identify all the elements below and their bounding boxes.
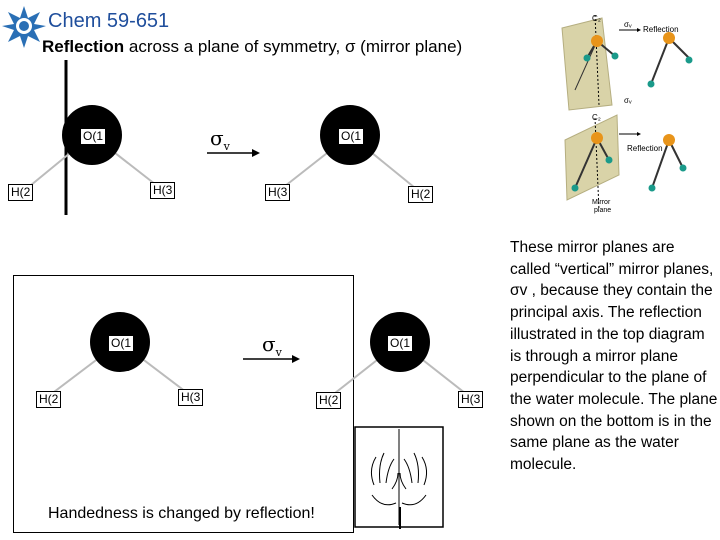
atom-label: H(2 [8, 184, 34, 201]
subtitle-bold: Reflection [42, 37, 125, 56]
atom-label: H(3 [178, 389, 204, 406]
atom-label: H(2 [36, 391, 62, 408]
c2-label: C₂ [592, 113, 601, 122]
c2-axis [594, 117, 600, 211]
hand-mirror-sketch-icon [354, 426, 444, 529]
arrow-head [292, 355, 300, 363]
atom-label: H(3 [150, 182, 176, 199]
oxygen-atom [663, 134, 675, 146]
reflection-label: Reflection [643, 25, 679, 34]
c2-label: C₂ [592, 14, 601, 23]
oxygen-atom [591, 132, 603, 144]
hydrogen-atom [648, 184, 656, 192]
atom-label: H(2 [316, 392, 342, 409]
bottom-diagram [49, 312, 471, 398]
hydrogen-atom [611, 52, 619, 60]
atom-label: H(3 [458, 391, 484, 408]
hydrogen-atom [571, 184, 579, 192]
subtitle-rest: across a plane of symmetry, σ (mirror pl… [124, 37, 463, 56]
sigma-label: σᵥ [624, 20, 632, 29]
atom-label: H(3 [265, 184, 291, 201]
explanation-text: These mirror planes are called “vertical… [510, 239, 718, 474]
reflection-label: Reflection [627, 144, 663, 153]
university-logo-icon [2, 6, 46, 48]
oxygen-atom [591, 35, 603, 47]
oxygen-atom [663, 32, 675, 44]
slide-title: Chem 59-651 [48, 10, 170, 32]
sigma-v-operator: σv [210, 126, 230, 153]
hydrogen-atom [685, 56, 693, 64]
c2-axis [594, 14, 600, 106]
sigma-v-operator: σv [262, 332, 282, 359]
slide-subtitle: Reflection across a plane of symmetry, σ… [42, 37, 462, 57]
hydrogen-atom [583, 54, 591, 62]
hydrogen-atom [679, 164, 687, 172]
sigma-label: σᵥ [624, 96, 632, 105]
atom-label: O(1 [338, 128, 365, 145]
atom-label: H(2 [408, 186, 434, 203]
atom-label: O(1 [108, 335, 135, 352]
handedness-caption: Handedness is changed by reflection! [48, 505, 315, 522]
hydrogen-atom [647, 80, 655, 88]
hydrogen-atom [605, 156, 613, 164]
reflection-3d-figures [561, 14, 693, 211]
atom-label: O(1 [80, 128, 107, 145]
arrow-head [252, 149, 260, 157]
atom-label: O(1 [387, 335, 414, 352]
bottom-diagram-frame [13, 275, 354, 533]
plane-label: plane [594, 207, 612, 214]
mirror-label: Mirror [592, 199, 611, 206]
